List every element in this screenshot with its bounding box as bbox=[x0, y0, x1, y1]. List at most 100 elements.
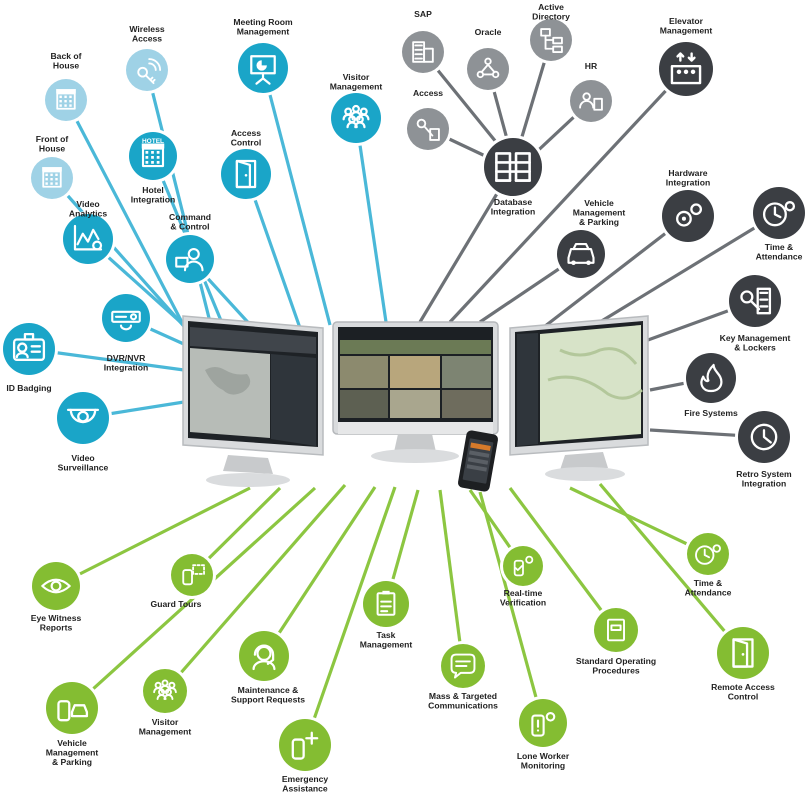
binder-icon bbox=[607, 618, 625, 642]
video-surveillance-circle[interactable] bbox=[57, 392, 109, 444]
hotel-back-icon bbox=[56, 89, 76, 110]
fire-systems-node[interactable]: Fire Systems bbox=[683, 350, 739, 418]
elevator-management-circle[interactable] bbox=[659, 42, 713, 96]
hardware-integration-connector bbox=[539, 214, 689, 332]
hr-circle[interactable] bbox=[570, 80, 612, 122]
hardware-integration-circle[interactable] bbox=[662, 190, 714, 242]
oracle-node[interactable]: Oracle bbox=[464, 27, 512, 93]
emergency-assistance-circle[interactable] bbox=[279, 719, 331, 771]
key-management-circle[interactable] bbox=[729, 275, 781, 327]
database-sync-icon bbox=[495, 152, 531, 182]
back-of-house-connector bbox=[64, 99, 188, 331]
phone-cross-icon bbox=[291, 731, 319, 760]
eye-witness-connector bbox=[55, 486, 251, 588]
remote-access-circle[interactable] bbox=[717, 627, 769, 679]
key-management-node[interactable]: Key Management& Lockers bbox=[720, 272, 791, 352]
elevator-management-connector bbox=[448, 67, 688, 324]
database-integration-circle[interactable] bbox=[484, 138, 542, 196]
oracle-circle[interactable] bbox=[467, 48, 509, 90]
vehicle-management-bottom-circle[interactable] bbox=[46, 682, 98, 734]
guard-tours-node[interactable]: Guard Tours bbox=[151, 551, 216, 609]
sap-circle[interactable] bbox=[402, 31, 444, 73]
meeting-room-connector bbox=[261, 67, 332, 326]
maintenance-label: Maintenance &Support Requests bbox=[231, 685, 305, 704]
maintenance-node[interactable]: Maintenance &Support Requests bbox=[231, 628, 305, 704]
id-badging-circle[interactable] bbox=[3, 323, 55, 375]
recorder-icon bbox=[111, 310, 141, 331]
guard-tour-icon bbox=[182, 564, 205, 586]
mass-communications-connector bbox=[438, 489, 465, 667]
directory-icon bbox=[540, 28, 563, 53]
headset-icon bbox=[252, 644, 276, 671]
sap-node[interactable]: SAP bbox=[399, 9, 447, 76]
id-badging-node[interactable]: ID Badging bbox=[0, 320, 58, 393]
maintenance-circle[interactable] bbox=[239, 631, 289, 681]
time-attendance-top-circle[interactable] bbox=[753, 187, 805, 239]
visitor-management-bottom-circle[interactable] bbox=[143, 669, 187, 713]
standard-operating-connector bbox=[508, 487, 618, 631]
lone-worker-connector bbox=[478, 491, 545, 724]
operator-icon bbox=[175, 247, 204, 272]
center-monitor bbox=[332, 321, 499, 463]
analytics-icon bbox=[73, 224, 103, 251]
dvr-nvr-circle[interactable] bbox=[102, 294, 150, 342]
visitor-management-bottom-connector bbox=[163, 483, 347, 693]
visitor-management-top-circle[interactable] bbox=[331, 93, 381, 143]
dome-camera-icon bbox=[66, 408, 100, 424]
network-icon bbox=[476, 57, 500, 79]
door-icon bbox=[235, 159, 257, 189]
task-management-circle[interactable] bbox=[363, 581, 409, 627]
time-attendance-bottom-circle[interactable] bbox=[687, 533, 729, 575]
eye-witness-circle[interactable] bbox=[32, 562, 80, 610]
access-db-circle[interactable] bbox=[407, 108, 449, 150]
hr-node[interactable]: HR bbox=[567, 61, 615, 125]
badge-icon bbox=[12, 332, 46, 361]
phone-check-icon bbox=[513, 555, 534, 577]
fire-systems-circle[interactable] bbox=[686, 353, 736, 403]
command-control-circle[interactable] bbox=[166, 235, 214, 283]
vehicle-management-top-circle[interactable] bbox=[557, 230, 605, 278]
time-attendance-top-node[interactable]: Time &Attendance bbox=[750, 184, 808, 261]
access-db-node[interactable]: Access bbox=[404, 88, 452, 153]
command-control-node[interactable]: Command& Control bbox=[163, 212, 217, 286]
eye-icon bbox=[41, 578, 71, 594]
time-attendance-bottom-node[interactable]: Time &Attendance bbox=[684, 530, 732, 597]
